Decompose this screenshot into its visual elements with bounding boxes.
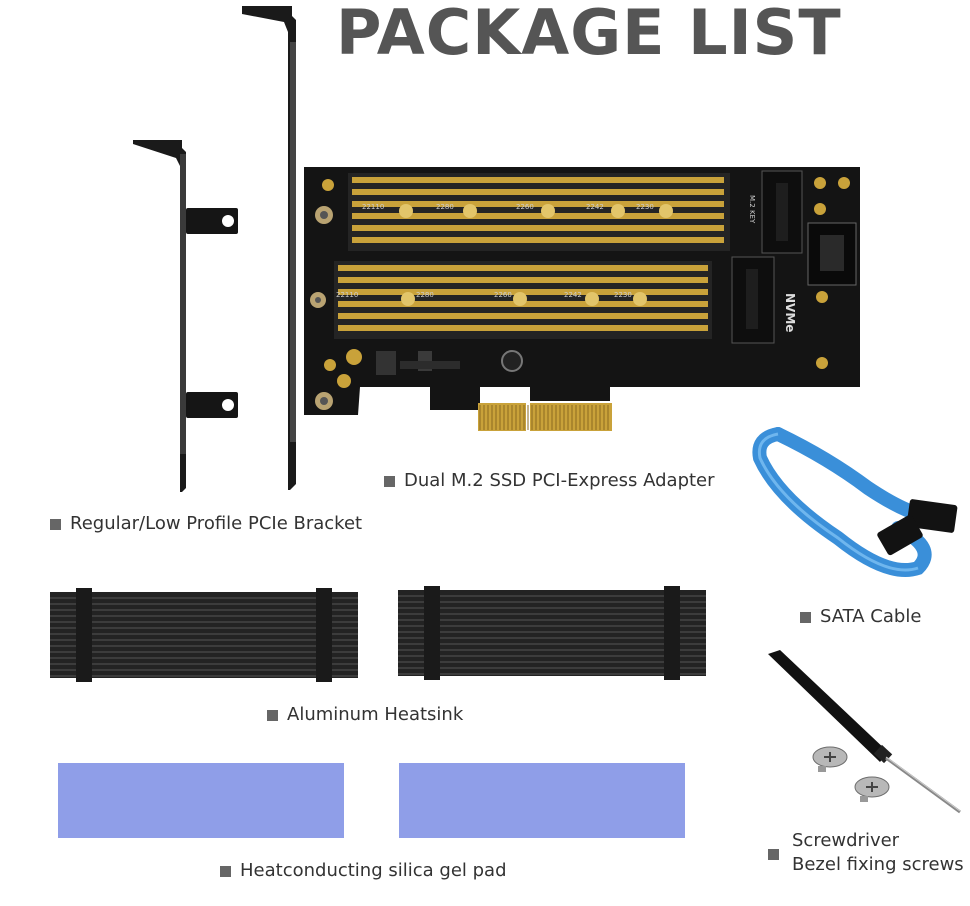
thermal-pad-image <box>399 763 685 838</box>
caption-adapter: Dual M.2 SSD PCI-Express Adapter <box>384 469 715 493</box>
caption-heatsink-text: Aluminum Heatsink <box>287 704 464 725</box>
caption-sata-cable-text: SATA Cable <box>820 606 922 627</box>
caption-sata-cable: SATA Cable <box>800 605 921 629</box>
caption-adapter-text: Dual M.2 SSD PCI-Express Adapter <box>404 470 715 491</box>
pcb-size-label: 2260 <box>516 203 534 211</box>
low-profile-bracket-image <box>133 140 238 492</box>
adapter-card-image: 22110 2280 2260 2242 2230 22110 2280 226… <box>304 167 860 431</box>
caption-thermal-pad-text: Heatconducting silica gel pad <box>240 860 507 881</box>
caption-heatsink: Aluminum Heatsink <box>267 703 463 727</box>
caption-bracket: Regular/Low Profile PCIe Bracket <box>50 512 362 536</box>
pcb-size-label: 22110 <box>336 291 358 299</box>
bullet-square-icon <box>50 518 61 530</box>
pcb-size-label: 2242 <box>564 291 582 299</box>
page-title: PACKAGE LIST <box>336 0 842 69</box>
sata-cable-image <box>752 427 958 577</box>
pcb-size-label: 2280 <box>436 203 454 211</box>
pcb-size-label: 22110 <box>362 203 384 211</box>
pcb-size-label: 2230 <box>636 203 654 211</box>
screwdriver-image <box>768 650 961 814</box>
full-height-bracket-image <box>242 6 296 490</box>
pcb-size-label: 2280 <box>416 291 434 299</box>
pcb-m2-key-label: M.2 KEY <box>748 195 756 224</box>
bullet-square-icon <box>267 709 278 721</box>
pcb-size-label: 2230 <box>614 291 632 299</box>
bullet-square-icon <box>768 849 779 860</box>
screw-icon <box>854 776 890 802</box>
caption-screwdriver-text: Screwdriver <box>792 830 900 851</box>
caption-bracket-text: Regular/Low Profile PCIe Bracket <box>70 513 363 534</box>
caption-screws-text: Bezel fixing screws <box>792 854 964 875</box>
bullet-square-icon <box>800 611 811 623</box>
pcb-size-label: 2242 <box>586 203 604 211</box>
thermal-pad-image <box>58 763 344 838</box>
heatsink-image <box>50 588 358 682</box>
pcb-size-label: 2260 <box>494 291 512 299</box>
bullet-square-icon <box>384 475 395 487</box>
heatsink-image <box>398 586 706 680</box>
screw-icon <box>812 746 848 772</box>
caption-thermal-pad: Heatconducting silica gel pad <box>220 859 507 883</box>
bullet-square-icon <box>220 865 231 877</box>
pcb-nvme-label: NVMe <box>783 293 797 332</box>
